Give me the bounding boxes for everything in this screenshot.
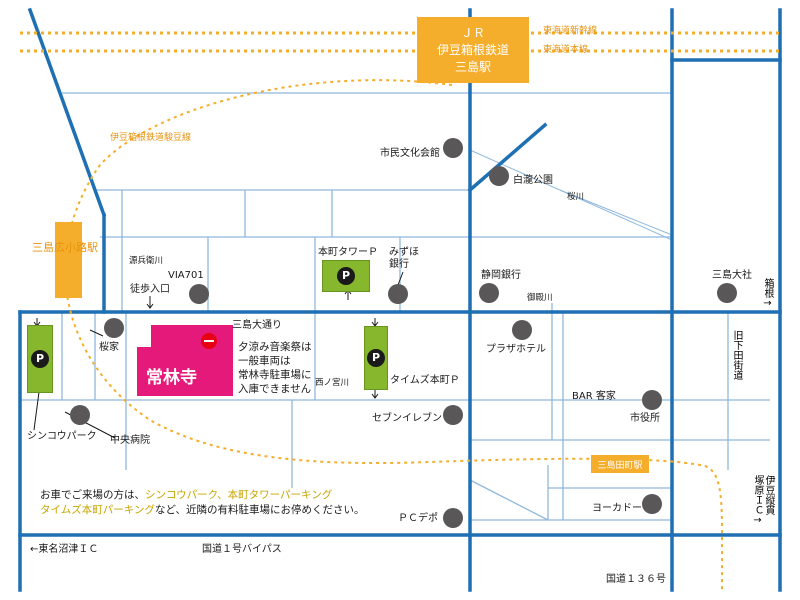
via701-label: VIA701 <box>168 270 204 281</box>
poi-bar-kyakuya[interactable] <box>642 390 662 410</box>
station-line-2: 伊豆箱根鉄道 <box>436 42 509 57</box>
times-honmachi-label: タイムズ本町Ｐ <box>390 375 460 386</box>
hakone-label: 箱根→ <box>762 278 773 309</box>
city-office-label: 市役所 <box>630 413 660 424</box>
station-line-3: 三島駅 <box>454 59 491 74</box>
parking-icon: P <box>31 350 49 368</box>
parking-notice: 夕涼み音楽祭は 一般車両は 常林寺駐車場に 入庫できません <box>238 341 312 395</box>
route136-label: 国道１３６号 <box>606 574 666 585</box>
poi-plaza-hotel[interactable] <box>512 320 532 340</box>
shizuoka-bank-label: 静岡銀行 <box>481 270 521 281</box>
honmachi-tower-parking[interactable]: P <box>322 260 370 292</box>
temple-name: 常林寺 <box>146 368 197 388</box>
izu-jukan-label: 伊豆縦貫 塚原ＩＣ→ <box>752 475 774 526</box>
jorinji-temple[interactable] <box>137 325 233 396</box>
mishima-tamachi-station[interactable]: 三島田町駅 <box>591 455 649 473</box>
parking-icon: P <box>337 267 355 285</box>
izuhakone-line <box>63 79 723 590</box>
info-highlight2: タイムズ本町パーキング <box>40 504 155 516</box>
poi-pc-depot[interactable] <box>443 508 463 528</box>
plaza-hotel-label: プラザホテル <box>486 344 546 355</box>
shinko-parking-label: シンコウパーク <box>27 431 97 442</box>
info-highlight1: シンコウパーク、本町タワーパーキング <box>145 489 333 501</box>
shinko-parking[interactable]: P <box>27 325 53 393</box>
seven-eleven-label: セブンイレブン <box>372 413 442 424</box>
sakura-river-label: 桜川 <box>567 192 585 202</box>
honmachi-tower-label: 本町タワーＰ <box>318 247 378 258</box>
poi-yorkado[interactable] <box>642 494 662 514</box>
kyu-shimoda-label: 旧下田街道 <box>731 330 742 380</box>
mishima-tamachi-label: 三島田町駅 <box>597 460 643 471</box>
route1-bypass-label: 国道１号バイパス <box>202 544 282 555</box>
shimin-bunka-label: 市民文化会館 <box>380 148 440 159</box>
poi-shizuoka-bank[interactable] <box>479 283 499 303</box>
izuhakone-label: 伊豆箱根鉄道駿豆線 <box>110 133 192 143</box>
info-part2: など、近隣の有料駐車場にお停めください。 <box>154 504 365 516</box>
hakuryu-park-label: 白瀧公園 <box>513 175 553 186</box>
poi-hakuryu-park[interactable] <box>489 166 509 186</box>
mishima-taisha-label: 三島大社 <box>712 270 752 281</box>
poi-sakuraya[interactable] <box>104 318 124 338</box>
poi-via701[interactable] <box>189 284 209 304</box>
info-part1: お車でご来場の方は、 <box>40 489 145 501</box>
pc-depot-label: ＰＣデポ <box>398 513 438 524</box>
poi-mishima-taisha[interactable] <box>717 283 737 303</box>
temple-notch <box>137 325 151 347</box>
station-line-1: ＪＲ <box>460 25 485 40</box>
times-honmachi-parking[interactable]: P <box>364 326 388 390</box>
gotenbashi-river-label: 御殿川 <box>527 293 553 303</box>
poi-mizuho-bank[interactable] <box>388 284 408 304</box>
parking-icon: P <box>367 349 385 367</box>
mishima-hirokoji-station[interactable] <box>55 222 82 298</box>
sakuraya-label: 桜家 <box>99 342 119 353</box>
genbei-river-label: 源兵衛川 <box>129 256 164 266</box>
jr-mishima-station[interactable]: ＪＲ 伊豆箱根鉄道 三島駅 <box>417 17 529 83</box>
poi-shimin-bunka[interactable] <box>443 138 463 158</box>
railways <box>20 31 780 53</box>
mishima-hirokoji-label: 三島広小路駅 <box>32 241 98 254</box>
mizuho-label: みずほ 銀行 <box>389 247 419 270</box>
nishinomiya-river-label: 西ノ宮川 <box>315 378 350 388</box>
shinkansen-label: 東海道新幹線 <box>543 26 598 36</box>
main-roads <box>18 7 782 592</box>
yorkado-label: ヨーカドー <box>592 503 642 514</box>
walk-entrance-label: 徒歩入口 <box>130 284 170 295</box>
chuo-hospital-label: 中央病院 <box>110 435 150 446</box>
poi-chuo-hospital[interactable] <box>70 405 90 425</box>
tokaido-main-label: 東海道本線 <box>543 45 589 55</box>
mishima-odori-label: 三島大通り <box>232 320 282 331</box>
no-entry-icon <box>201 333 217 349</box>
tomei-numazu-label: ←東名沼津ＩＣ <box>30 544 99 555</box>
parking-info: お車でご来場の方は、シンコウパーク、本町タワーパーキング タイムズ本町パーキング… <box>40 488 364 518</box>
poi-seven-eleven[interactable] <box>443 405 463 425</box>
bar-kyakuya-label: BAR 客家 <box>572 391 616 402</box>
minor-roads <box>20 92 770 521</box>
